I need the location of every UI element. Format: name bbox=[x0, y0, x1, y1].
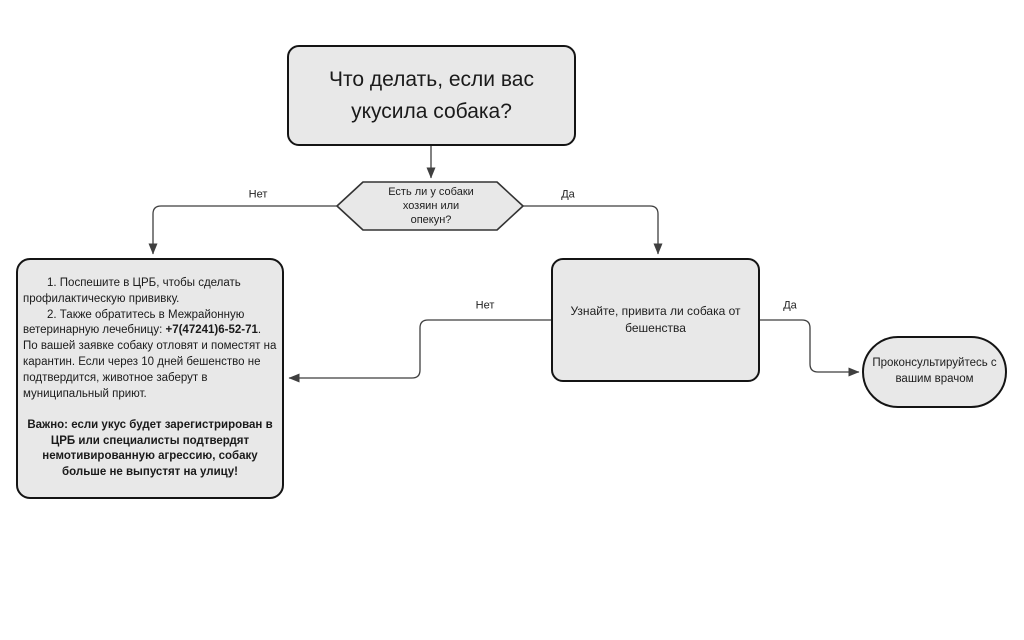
instructions-step1: 1. Поспешите в ЦРБ, чтобы сделать профил… bbox=[23, 276, 241, 305]
vet-clinic-phone: +7(47241)6-52-71 bbox=[165, 324, 258, 337]
node-instructions: 1. Поспешите в ЦРБ, чтобы сделать профил… bbox=[16, 258, 284, 499]
edge-decision-no bbox=[148, 205, 337, 255]
edge-label-vaccinated-no: Нет bbox=[472, 299, 498, 313]
instructions-step2-pre: 2. Также обратитесь в Межрайонную ветери… bbox=[23, 308, 245, 337]
node-check-vaccination: Узнайте, привита ли собака от бешенства bbox=[551, 258, 760, 382]
instructions-step2: 2. Также обратитесь в Межрайонную ветери… bbox=[23, 308, 277, 403]
edge-label-owner-yes: Да bbox=[558, 188, 578, 202]
node-consult-doctor: Проконсультируйтесь с вашим врачом bbox=[862, 336, 1007, 408]
instructions-important-note: Важно: если укус будет зарегистрирован в… bbox=[27, 418, 273, 479]
start-node-text: Что делать, если вас укусила собака? bbox=[329, 68, 534, 123]
edge-vaccinated-yes bbox=[760, 319, 860, 377]
edge-decision-yes bbox=[523, 205, 663, 255]
node-decision-owner: Есть ли у собаки хозяин или опекун? bbox=[383, 181, 479, 231]
edge-label-vaccinated-yes: Да bbox=[780, 299, 800, 313]
edge-label-owner-no: Нет bbox=[245, 188, 271, 202]
decision-owner-text: Есть ли у собаки хозяин или опекун? bbox=[388, 185, 474, 227]
consult-doctor-text: Проконсультируйтесь с вашим врачом bbox=[872, 357, 997, 385]
node-start: Что делать, если вас укусила собака? bbox=[287, 45, 576, 146]
check-vaccination-text: Узнайте, привита ли собака от бешенства bbox=[570, 304, 741, 335]
edge-vaccinated-no bbox=[288, 319, 551, 383]
instructions-step2-post: . По вашей заявке собаку отловят и помес… bbox=[23, 324, 277, 400]
